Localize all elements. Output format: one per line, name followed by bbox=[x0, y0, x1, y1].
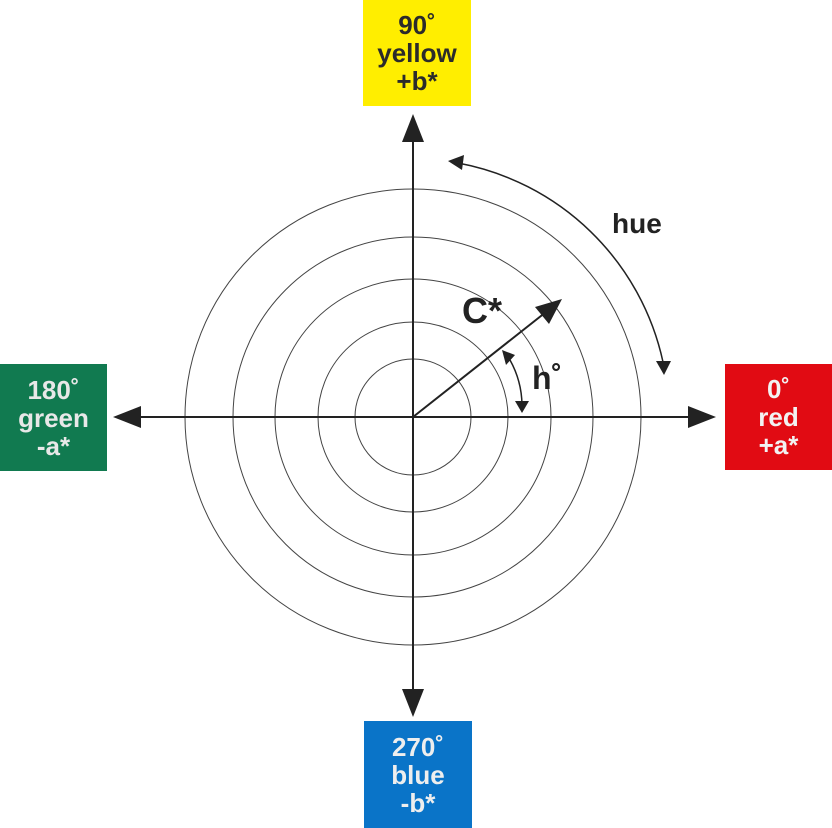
arrow-up-icon bbox=[402, 114, 424, 142]
green-axis-label: -a* bbox=[36, 430, 71, 461]
chroma-label: C* bbox=[462, 290, 503, 331]
blue-axis-box: 270˚ blue -b* bbox=[364, 721, 472, 828]
blue-name-label: blue bbox=[391, 759, 445, 790]
red-angle-label: 0˚ bbox=[766, 374, 791, 404]
hue-angle-arc bbox=[502, 350, 529, 413]
hue-angle-label: h˚ bbox=[532, 360, 563, 396]
hue-angle-arrowhead-bottom-icon bbox=[515, 401, 529, 413]
hue-label: hue bbox=[612, 208, 662, 239]
red-name-label: red bbox=[758, 402, 799, 432]
green-axis-box: 180˚ green -a* bbox=[0, 364, 107, 471]
hue-angle-arrowhead-top-icon bbox=[502, 350, 515, 365]
chroma-line bbox=[412, 311, 547, 418]
red-axis-label: +a* bbox=[758, 430, 799, 460]
hue-arrowhead-bottom-icon bbox=[656, 361, 671, 375]
axes bbox=[113, 114, 716, 717]
yellow-name-label: yellow bbox=[377, 38, 457, 68]
chroma-vector bbox=[412, 299, 562, 418]
yellow-axis-label: +b* bbox=[396, 66, 438, 96]
blue-axis-label: -b* bbox=[400, 787, 436, 818]
arrow-right-icon bbox=[688, 406, 716, 428]
chroma-arrowhead-icon bbox=[535, 299, 562, 324]
yellow-angle-label: 90˚ bbox=[398, 10, 436, 40]
red-axis-box: 0˚ red +a* bbox=[725, 364, 832, 470]
hue-angle-arc-path bbox=[509, 359, 523, 406]
green-name-label: green bbox=[18, 402, 89, 433]
hue-arc bbox=[448, 155, 671, 375]
arrow-left-icon bbox=[113, 406, 141, 428]
hue-arc-path bbox=[457, 162, 664, 363]
green-angle-label: 180˚ bbox=[27, 374, 80, 405]
arrow-down-icon bbox=[402, 689, 424, 717]
blue-angle-label: 270˚ bbox=[391, 731, 445, 762]
yellow-axis-box: 90˚ yellow +b* bbox=[363, 0, 471, 106]
hue-arrowhead-top-icon bbox=[448, 155, 464, 170]
